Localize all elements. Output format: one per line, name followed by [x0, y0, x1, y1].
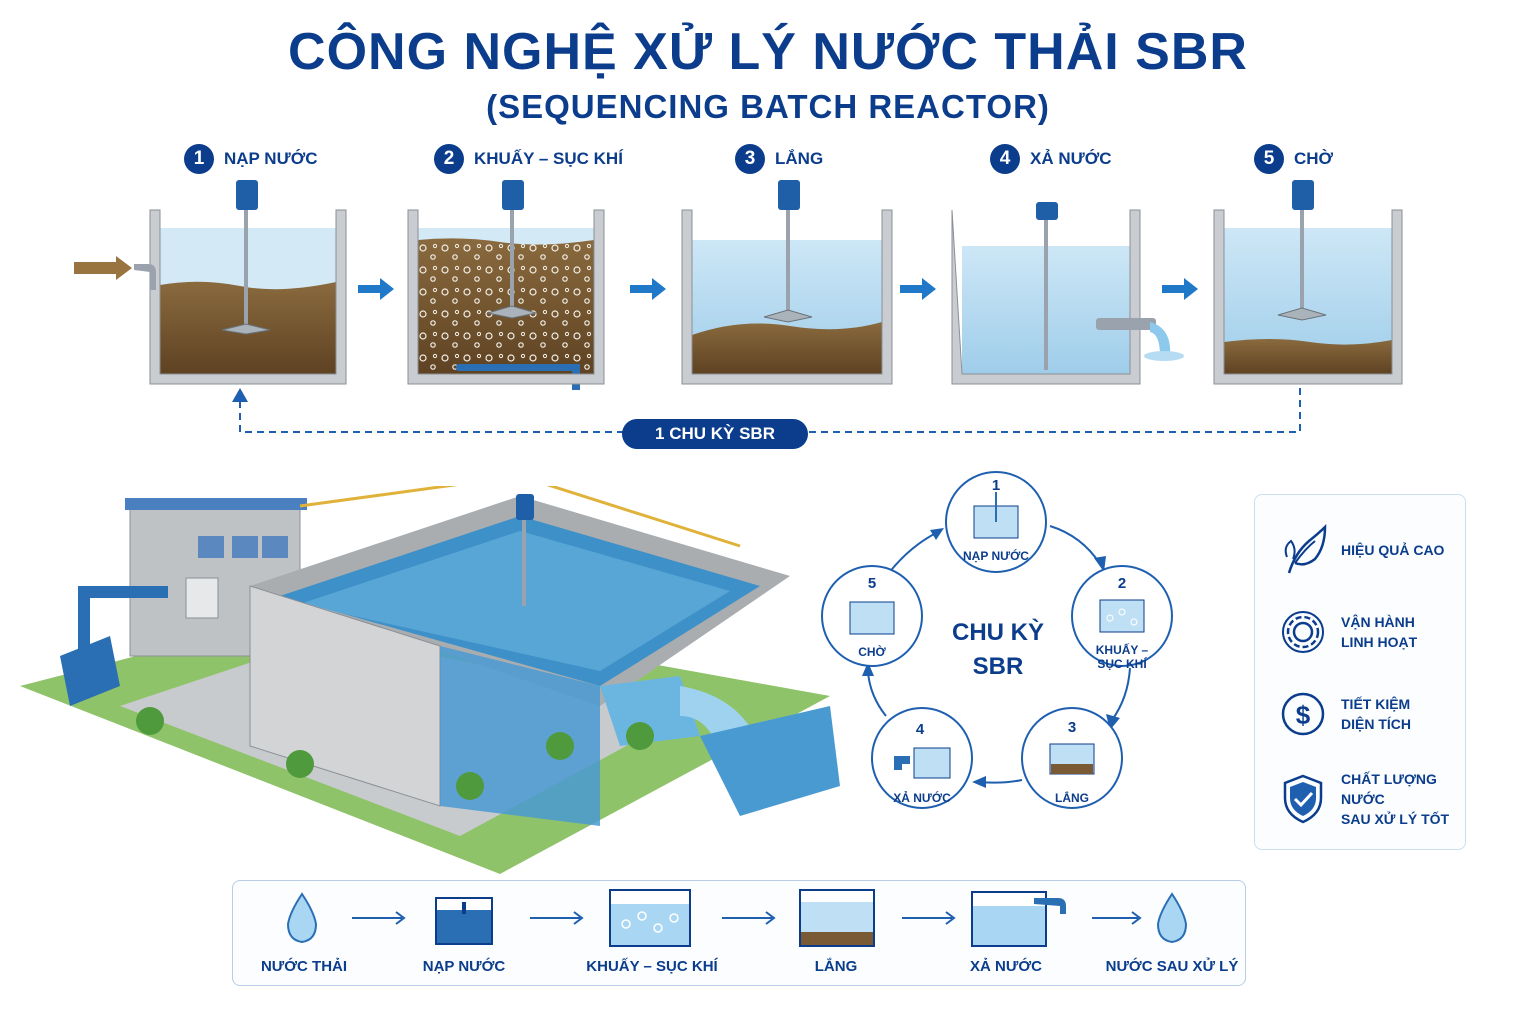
step-number: 2: [434, 144, 464, 174]
cycle-arrow-1-2: [1049, 525, 1101, 565]
step-arrow-3: [900, 278, 936, 300]
tank-4-discharge: [951, 202, 1184, 385]
flow-label-treated: NƯỚC SAU XỬ LÝ: [1105, 958, 1239, 975]
step-title: NẠP NƯỚC: [224, 149, 318, 168]
flow-label-wastewater: NƯỚC THẢI: [260, 958, 348, 975]
step-3-label: 3 LẮNG: [735, 144, 823, 174]
sbr-cycle-diagram: CHU KỲ SBR 1 NẠP NƯỚC 2 KHUẤY – SỤC KHÍ …: [821, 471, 1173, 809]
page-subtitle: (SEQUENCING BATCH REACTOR): [486, 88, 1050, 125]
cycle-node-number: 5: [868, 575, 876, 592]
cycle-return-line: [239, 388, 1301, 433]
cycle-arrow-5-1: [887, 531, 939, 575]
cycle-arrow-3-4: [979, 779, 1023, 784]
svg-text:$: $: [1296, 700, 1311, 730]
benefit-text-line1: TIẾT KIỆM: [1341, 696, 1411, 712]
cycle-node-2: 2 KHUẤY – SỤC KHÍ: [1071, 565, 1173, 671]
cycle-arrow-4-5: [867, 671, 887, 717]
benefit-item-quality: CHẤT LƯỢNG NƯỚC SAU XỬ LÝ TỐT: [1279, 769, 1461, 829]
tank-2-aeration: [407, 180, 605, 390]
dollar-icon: $: [1281, 692, 1325, 736]
step-title: LẮNG: [775, 149, 824, 168]
step-arrow-2: [630, 278, 666, 300]
cycle-node-label-line2: SỤC KHÍ: [1097, 656, 1147, 671]
sbr-plant-illustration: [20, 486, 840, 874]
benefit-item-efficiency: HIỆU QUẢ CAO: [1279, 523, 1461, 577]
benefit-text-line2: LINH HOẠT: [1341, 634, 1418, 650]
step-number: 1: [184, 144, 214, 174]
shield-check-icon: [1283, 774, 1323, 824]
cycle-node-label-line1: KHUẤY –: [1096, 642, 1149, 657]
benefits-panel: HIỆU QUẢ CAO VẬN HÀNH LINH HOẠT $ TIẾT K…: [1254, 494, 1466, 850]
step-1-label: 1 NẠP NƯỚC: [184, 144, 317, 174]
step-5-label: 5 CHỜ: [1254, 144, 1333, 174]
water-drop-icon: [1156, 892, 1188, 944]
cycle-badge: 1 CHU KỲ SBR: [622, 419, 808, 449]
tank-settle-icon: [799, 889, 875, 947]
tank-discharge-icon: [971, 891, 1066, 947]
flow-arrow: [352, 911, 406, 925]
cycle-return-arrowhead: [232, 388, 248, 402]
step-arrow-1: [358, 278, 394, 300]
benefit-text-line1: CHẤT LƯỢNG NƯỚC: [1341, 771, 1437, 807]
flow-arrow: [1092, 911, 1142, 925]
step-number: 3: [735, 144, 765, 174]
flow-arrow: [902, 911, 956, 925]
cycle-node-label: XẢ NƯỚC: [893, 790, 951, 805]
tank-1-fill: [74, 180, 347, 385]
cycle-node-label: LẮNG: [1055, 790, 1089, 805]
cycle-center-line1: CHU KỲ: [952, 618, 1044, 646]
cycle-node-1: 1 NẠP NƯỚC: [945, 471, 1047, 573]
flow-arrow: [722, 911, 776, 925]
tank-5-idle: [1213, 180, 1403, 385]
benefit-text-line1: HIỆU QUẢ CAO: [1341, 542, 1445, 558]
process-flow-icons: [286, 889, 1188, 947]
benefit-item-flexible: VẬN HÀNH LINH HOẠT: [1279, 605, 1461, 659]
flow-label-discharge: XẢ NƯỚC: [970, 958, 1042, 975]
cycle-node-number: 2: [1118, 575, 1126, 592]
step-title: XẢ NƯỚC: [1030, 149, 1112, 168]
cycle-center-line2: SBR: [973, 653, 1024, 680]
step-4-label: 4 XẢ NƯỚC: [990, 144, 1112, 174]
step-title: KHUẤY – SỤC KHÍ: [474, 149, 623, 168]
cycle-node-5: 5 CHỜ: [821, 565, 923, 667]
benefit-text-line1: VẬN HÀNH: [1341, 614, 1415, 630]
page-title: CÔNG NGHỆ XỬ LÝ NƯỚC THẢI SBR: [288, 23, 1248, 81]
step-2-label: 2 KHUẤY – SỤC KHÍ: [434, 144, 623, 174]
flow-label-fill: NẠP NƯỚC: [422, 958, 506, 975]
cycle-arrow-2-3: [1111, 667, 1131, 721]
flow-label-aeration: KHUẤY – SỤC KHÍ: [586, 958, 718, 975]
tank-fill-icon: [435, 897, 493, 945]
flow-arrow: [530, 911, 584, 925]
leaf-icon: [1284, 523, 1327, 574]
cycle-node-label: CHỜ: [858, 644, 886, 659]
water-drop-icon: [286, 892, 318, 944]
step-title: CHỜ: [1294, 149, 1334, 168]
benefit-text-line2: SAU XỬ LÝ TỐT: [1341, 811, 1450, 827]
step-arrow-4: [1162, 278, 1198, 300]
tank-aeration-icon: [609, 889, 691, 947]
benefit-text-line2: DIỆN TÍCH: [1341, 716, 1411, 732]
gear-icon: [1282, 611, 1324, 653]
step-number: 4: [990, 144, 1020, 174]
tank-3-settling: [681, 180, 893, 385]
flow-label-settle: LẮNG: [814, 958, 858, 975]
process-tanks-diagram: [74, 180, 1403, 433]
cycle-node-3: 3 LẮNG: [1021, 707, 1123, 809]
cycle-node-number: 1: [992, 477, 1000, 494]
cycle-node-number: 4: [916, 721, 925, 738]
benefit-item-space-saving: $ TIẾT KIỆM DIỆN TÍCH: [1279, 687, 1461, 741]
cycle-node-4: 4 XẢ NƯỚC: [871, 707, 973, 809]
step-number: 5: [1254, 144, 1284, 174]
process-flow-strip: [232, 880, 1246, 986]
cycle-node-label: NẠP NƯỚC: [963, 548, 1029, 563]
cycle-node-number: 3: [1068, 719, 1076, 736]
